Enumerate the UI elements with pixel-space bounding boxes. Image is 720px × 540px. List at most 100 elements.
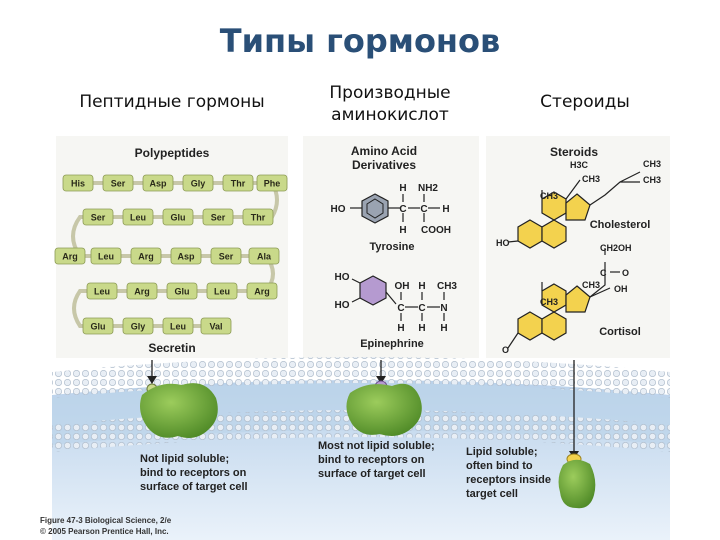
amino-acid-label: Ser bbox=[91, 213, 106, 223]
amino-panel bbox=[303, 136, 479, 358]
amino-caption-line1: Most not lipid soluble; bbox=[318, 440, 435, 452]
amino-acid-bead: Asp bbox=[170, 247, 202, 265]
amino-acid-label: Phe bbox=[264, 179, 281, 189]
amino-acid-bead: Val bbox=[200, 317, 232, 335]
amino-acid-box bbox=[222, 174, 254, 192]
amino-acid-label: Asp bbox=[149, 179, 167, 189]
steroid-caption-line4: target cell bbox=[466, 488, 518, 500]
amino-acid-label: Glu bbox=[175, 287, 190, 297]
cort-ch3-f: CH3 bbox=[540, 297, 558, 307]
chol-ch3-a: CH3 bbox=[643, 159, 661, 169]
cort-ch2oh: CH2OH bbox=[600, 243, 632, 253]
amino-acid-label: Ser bbox=[211, 213, 226, 223]
amino-acid-label: Arg bbox=[134, 287, 150, 297]
cort-c: C bbox=[600, 268, 607, 278]
amino-acid-bead: Arg bbox=[246, 282, 278, 300]
amino-acid-box bbox=[162, 317, 194, 335]
cort-o-eq: O bbox=[622, 268, 629, 278]
amino-acid-label: His bbox=[71, 179, 85, 189]
peptide-receptor bbox=[140, 383, 218, 438]
amino-acid-bead: Arg bbox=[126, 282, 158, 300]
chol-ho: HO bbox=[496, 238, 510, 248]
peptide-caption-line2: bind to receptors on bbox=[140, 467, 247, 479]
epi-h2: H bbox=[418, 323, 425, 334]
peptide-column-heading: Пептидные гормоны bbox=[79, 92, 265, 112]
tyrosine-label: Tyrosine bbox=[369, 241, 414, 253]
cholesterol-label: Cholesterol bbox=[590, 219, 651, 231]
amino-acid-bead: Gly bbox=[182, 174, 214, 192]
amino-acid-label: Gly bbox=[131, 322, 146, 332]
amino-acid-bead: Leu bbox=[162, 317, 194, 335]
amino-acid-bead: Thr bbox=[222, 174, 254, 192]
epi-c1: C bbox=[397, 303, 404, 314]
amino-acid-label: Leu bbox=[130, 213, 146, 223]
amino-acid-box bbox=[122, 317, 154, 335]
epi-h1: H bbox=[397, 323, 404, 334]
amino-acid-label: Ser bbox=[219, 252, 234, 262]
cort-ch3-e: CH3 bbox=[582, 280, 600, 290]
amino-acid-bead: Ser bbox=[210, 247, 242, 265]
epinephrine-ring bbox=[359, 275, 387, 306]
amino-column-heading: Производные аминокислот bbox=[300, 82, 480, 126]
amino-acid-bead: Glu bbox=[82, 317, 114, 335]
amino-acid-box bbox=[126, 282, 158, 300]
steroid-caption-line2: often bind to bbox=[466, 460, 533, 472]
amino-acid-box bbox=[170, 247, 202, 265]
amino-acid-label: Leu bbox=[214, 287, 230, 297]
membrane-outer-leaflet bbox=[52, 357, 670, 398]
amino-acid-box bbox=[102, 174, 134, 192]
steroid-caption-line3: receptors inside bbox=[466, 474, 551, 486]
amino-acid-bead: Leu bbox=[206, 282, 238, 300]
chol-ch3-d: CH3 bbox=[540, 191, 558, 201]
amino-acid-box bbox=[90, 247, 122, 265]
chol-ch3-c: CH3 bbox=[582, 174, 600, 184]
amino-caption-line3: surface of target cell bbox=[318, 468, 426, 480]
amino-acid-label: Arg bbox=[254, 287, 270, 297]
tyrosine-ring bbox=[361, 193, 389, 224]
epi-ho2: HO bbox=[335, 300, 350, 311]
steroid-caption-line1: Lipid soluble; bbox=[466, 446, 538, 458]
cort-oh: OH bbox=[614, 284, 628, 294]
steroid-column-heading: Стероиды bbox=[540, 92, 630, 112]
amino-acid-box bbox=[130, 247, 162, 265]
amino-acid-box bbox=[202, 208, 234, 226]
amino-acid-label: Ala bbox=[257, 252, 272, 262]
amino-acid-label: Thr bbox=[231, 179, 246, 189]
tyr-c2: C bbox=[420, 204, 427, 215]
amino-acid-box bbox=[54, 247, 86, 265]
tyr-cooh: COOH bbox=[421, 225, 451, 236]
cortisol-bonds bbox=[507, 248, 620, 349]
epi-ho1: HO bbox=[335, 272, 350, 283]
epi-c2: C bbox=[418, 303, 425, 314]
polypeptides-heading: Polypeptides bbox=[135, 146, 210, 160]
amino-acid-bead: Ser bbox=[82, 208, 114, 226]
cortisol-rings bbox=[517, 283, 591, 341]
amino-acid-bead: Phe bbox=[256, 174, 288, 192]
amino-receptor bbox=[346, 383, 422, 436]
amino-acid-box bbox=[182, 174, 214, 192]
figure-credit-line1: Figure 47-3 Biological Science, 2/e bbox=[40, 516, 172, 525]
amino-acid-bead: Thr bbox=[242, 208, 274, 226]
epi-h3: H bbox=[440, 323, 447, 334]
tyr-h-right: H bbox=[442, 204, 449, 215]
amino-acid-label: Arg bbox=[62, 252, 78, 262]
chol-h3c: H3C bbox=[570, 160, 589, 170]
amino-acid-label: Thr bbox=[251, 213, 266, 223]
amino-acid-bead: Ser bbox=[202, 208, 234, 226]
amino-acid-box bbox=[246, 282, 278, 300]
amino-acid-label: Leu bbox=[170, 322, 186, 332]
amino-acid-box bbox=[248, 247, 280, 265]
epinephrine-bonds bbox=[351, 278, 445, 321]
amino-acid-bead: Leu bbox=[86, 282, 118, 300]
cortisol-label: Cortisol bbox=[599, 326, 641, 338]
amino-acid-label: Glu bbox=[171, 213, 186, 223]
amino-acid-bead: Ala bbox=[248, 247, 280, 265]
tyr-h2: H bbox=[399, 225, 406, 236]
epi-n: N bbox=[440, 303, 447, 314]
amino-acid-bead: Leu bbox=[122, 208, 154, 226]
amino-acid-box bbox=[210, 247, 242, 265]
amino-acid-box bbox=[86, 282, 118, 300]
amino-acid-bead: Asp bbox=[142, 174, 174, 192]
